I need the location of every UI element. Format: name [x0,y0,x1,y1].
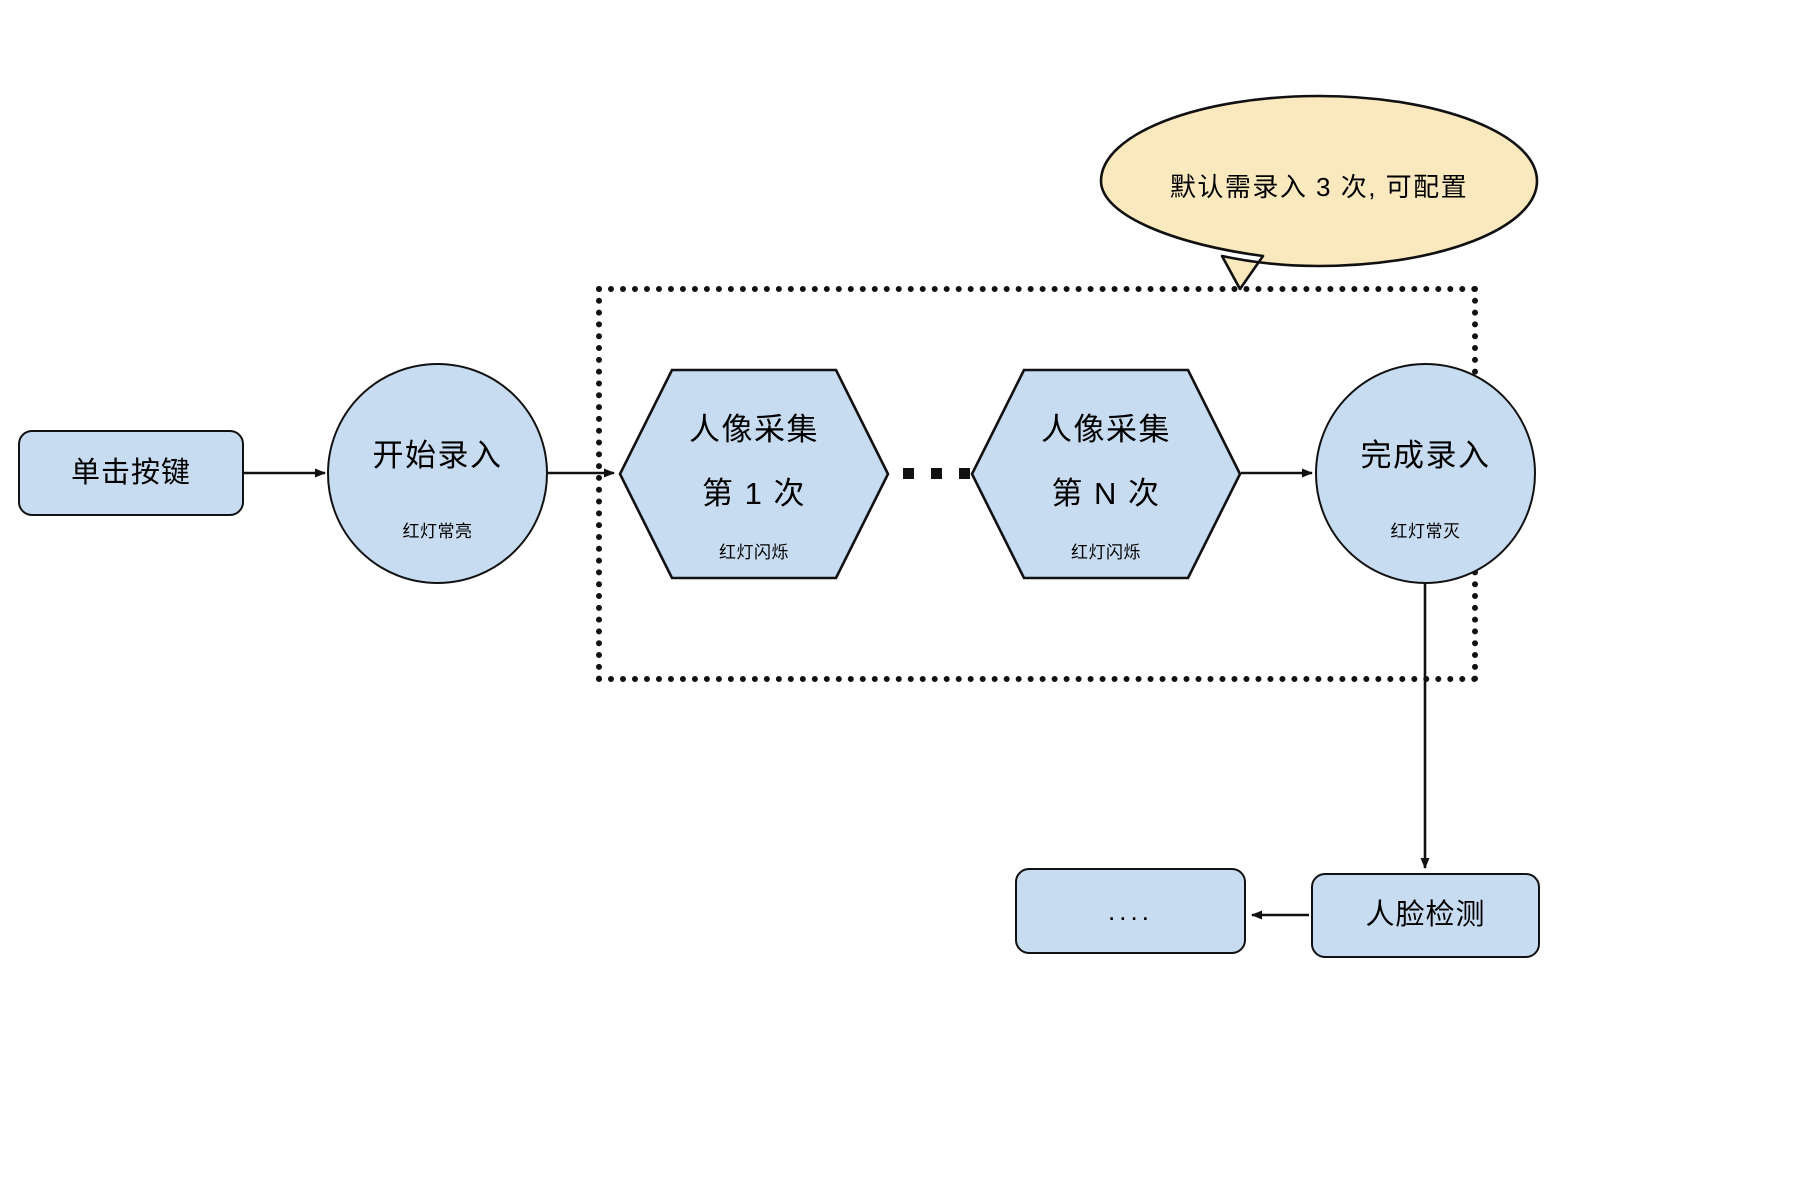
node-press-key[interactable]: 单击按键 [18,430,244,516]
separator-dot [959,468,970,479]
node-more-steps[interactable]: .... [1015,868,1246,954]
node-capture-nth-line2: 第 N 次 [1051,476,1161,511]
node-finish-enroll-label: 完成录入 [1360,438,1491,473]
callout-text: 默认需录入 3 次, 可配置 [1169,172,1469,202]
node-capture-first-line1: 人像采集 [689,412,819,447]
node-press-key-label: 单击按键 [70,456,191,489]
node-start-enroll-sublabel: 红灯常亮 [402,522,473,541]
hexagon-shape-nth [970,368,1242,580]
node-capture-first-sublabel: 红灯闪烁 [719,543,789,562]
separator-dot [903,468,914,479]
hexagon-shape-first [618,368,890,580]
separator-dot [931,468,942,479]
callout-bubble-shape [1099,94,1539,291]
node-face-detect-label: 人脸检测 [1365,899,1486,931]
node-capture-nth[interactable]: 人像采集 第 N 次 红灯闪烁 [970,368,1242,580]
node-capture-first-line2: 第 1 次 [702,476,806,511]
node-start-enroll-label: 开始录入 [372,438,503,473]
callout-default-enroll-count: 默认需录入 3 次, 可配置 [1098,93,1540,293]
node-finish-enroll-sublabel: 红灯常灭 [1390,522,1461,541]
node-capture-nth-sublabel: 红灯闪烁 [1071,543,1141,562]
node-finish-enroll[interactable]: 完成录入 红灯常灭 [1315,363,1536,584]
node-more-steps-label: .... [1108,895,1153,926]
node-start-enroll[interactable]: 开始录入 红灯常亮 [327,363,548,584]
node-face-detect[interactable]: 人脸检测 [1311,873,1540,958]
node-capture-first[interactable]: 人像采集 第 1 次 红灯闪烁 [618,368,890,580]
node-capture-nth-line1: 人像采集 [1041,412,1171,447]
